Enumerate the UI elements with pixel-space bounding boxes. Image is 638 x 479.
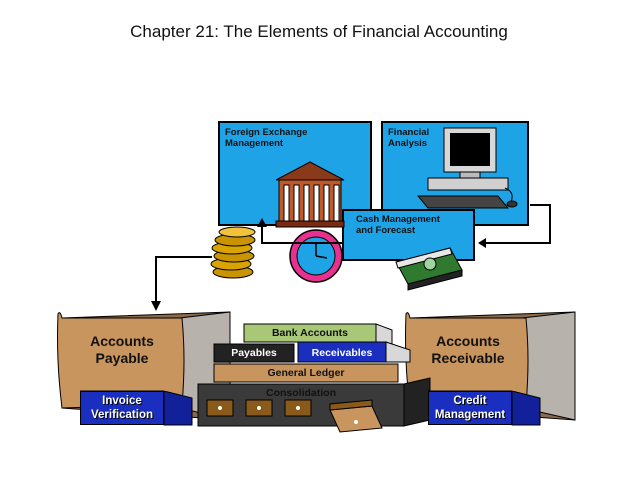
analysis-label: Financial Analysis bbox=[388, 127, 430, 149]
credit-management-button[interactable]: Credit Management bbox=[428, 391, 512, 425]
bank-accounts-label: Bank Accounts bbox=[271, 327, 349, 339]
receivables-label: Receivables bbox=[311, 347, 373, 359]
connector-arrow bbox=[155, 256, 212, 305]
connector-arrow bbox=[480, 204, 551, 244]
consolidation-label: Consolidation bbox=[266, 387, 336, 399]
connector-arrow bbox=[261, 222, 342, 244]
payables-label: Payables bbox=[231, 347, 277, 359]
open-drawer bbox=[329, 405, 383, 433]
clock-icon bbox=[289, 229, 343, 283]
general-ledger-label: General Ledger bbox=[267, 367, 345, 379]
coins-icon bbox=[210, 226, 256, 279]
computer-icon bbox=[416, 127, 518, 209]
cash-label: Cash Management and Forecast bbox=[356, 214, 440, 236]
ledger-stack bbox=[197, 323, 431, 433]
invoice-verification-button[interactable]: Invoice Verification bbox=[80, 391, 164, 425]
page-title: Chapter 21: The Elements of Financial Ac… bbox=[130, 22, 508, 41]
accounts-payable-label: Accounts Payable bbox=[90, 333, 154, 366]
bank-building-icon bbox=[275, 161, 345, 228]
forex-label: Foreign Exchange Management bbox=[225, 127, 308, 149]
money-stack-icon bbox=[395, 247, 463, 291]
accounts-receivable-label: Accounts Receivable bbox=[431, 333, 505, 366]
